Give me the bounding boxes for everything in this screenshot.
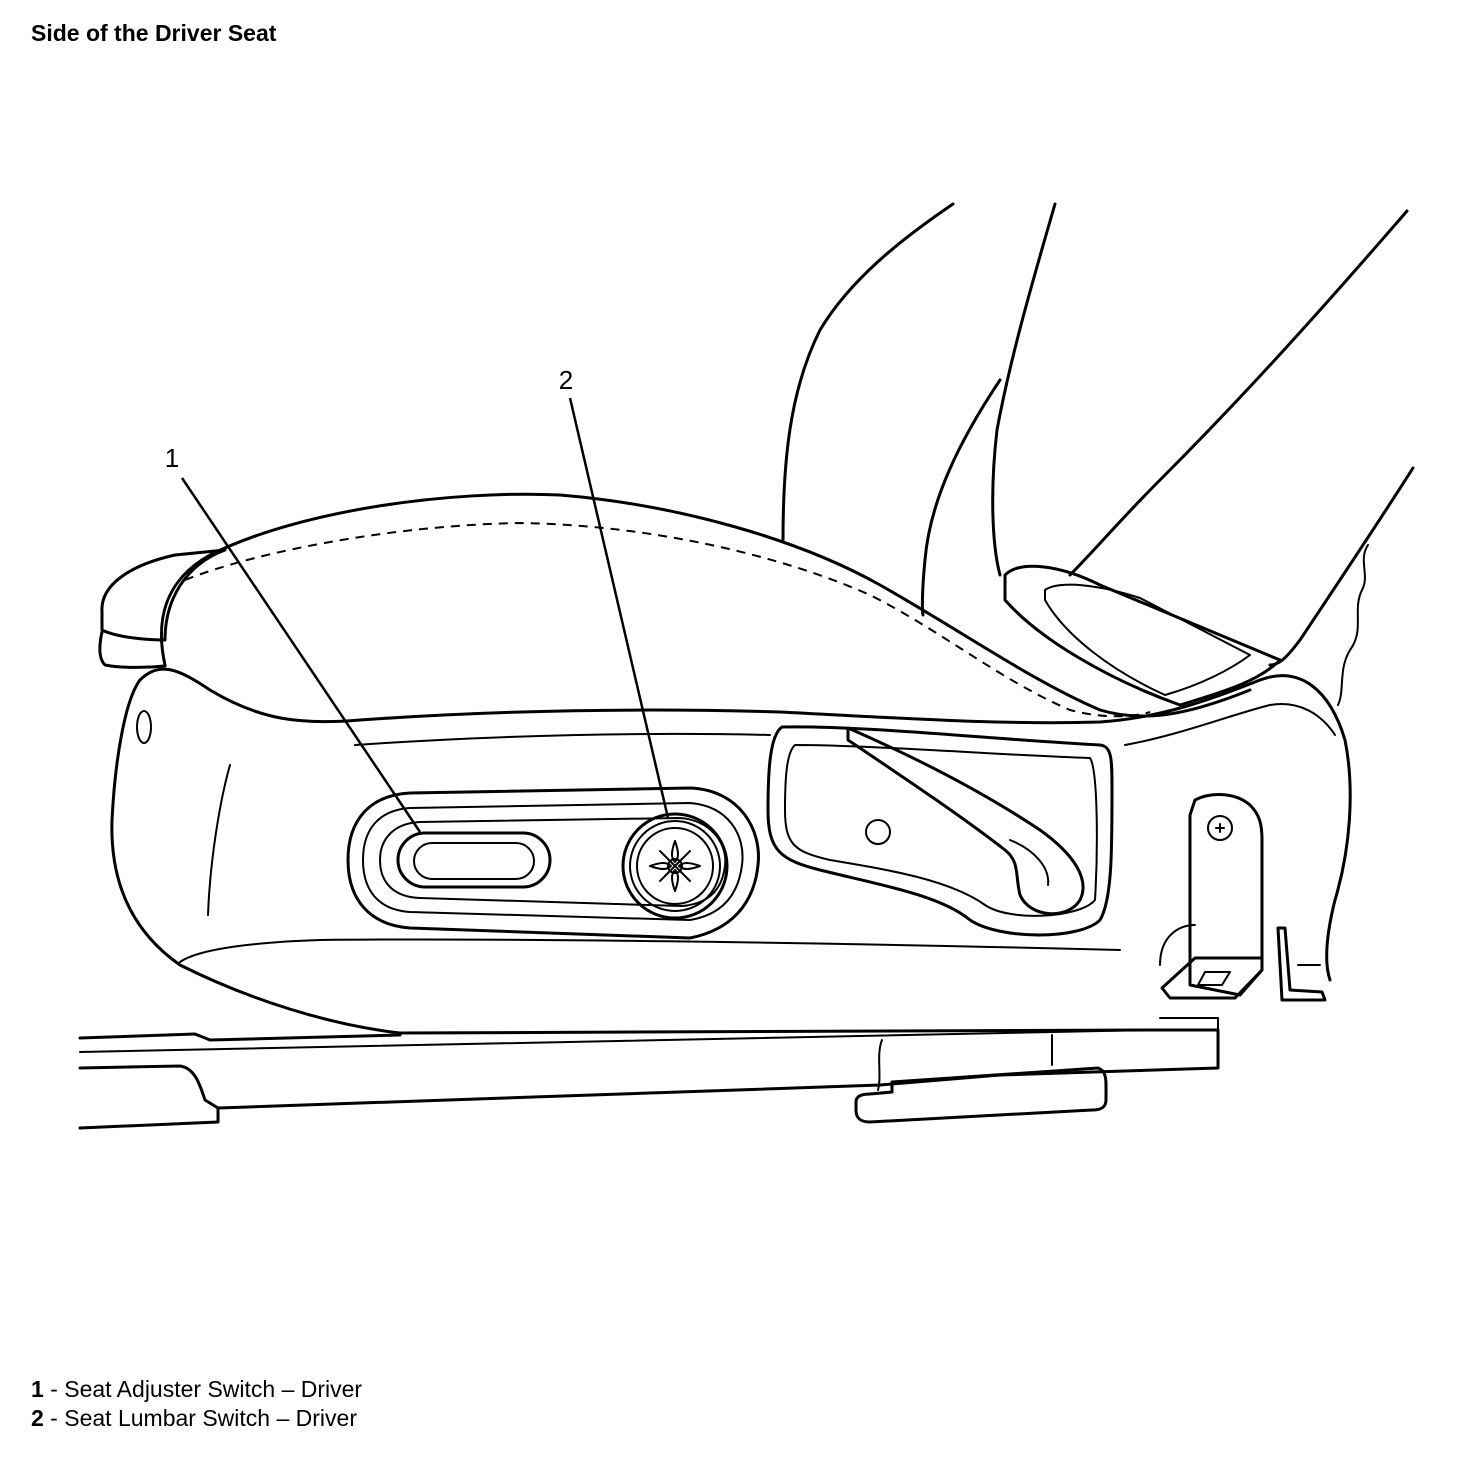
seat-back-fold — [920, 378, 1002, 617]
lumbar-switch-bezel — [621, 812, 729, 920]
lumbar-switch-ring — [629, 820, 721, 912]
lumbar-switch-center — [667, 858, 683, 874]
seat-adjuster-switch — [396, 831, 552, 889]
seat-back-bolster — [1003, 564, 1282, 707]
legend-separator: - — [43, 1376, 65, 1402]
switch-bezel-recess — [379, 817, 727, 907]
callout-2-leader — [568, 397, 670, 819]
trim-screw-hole — [136, 710, 152, 744]
legend-label: Seat Lumbar Switch – Driver — [64, 1405, 357, 1431]
switch-bezel-outer — [346, 786, 760, 940]
fore-aft-release-bar — [854, 1066, 1108, 1124]
bracket-connector — [1160, 956, 1264, 1000]
seat-front-roll — [100, 548, 227, 642]
seat-cushion-stitch-line — [184, 521, 1151, 718]
callout-legend: 1 - Seat Adjuster Switch – Driver 2 - Se… — [31, 1375, 362, 1433]
recliner-lever-grip — [1009, 839, 1050, 886]
track-riser-edge — [1159, 1017, 1219, 1031]
recliner-panel — [766, 725, 1114, 937]
bracket-connector-slots — [1197, 971, 1231, 986]
seat-back-bolster-inner — [1044, 583, 1251, 696]
lumbar-switch-knob — [636, 827, 714, 905]
recliner-lever — [846, 726, 1085, 916]
seat-back-recliner-wiggle — [1337, 544, 1369, 706]
diagram-title: Side of the Driver Seat — [31, 20, 277, 46]
switch-bezel-inner — [362, 802, 744, 921]
seat-back-outline — [781, 202, 955, 542]
callout-2-number: 2 — [559, 365, 573, 395]
legend-item: 2 - Seat Lumbar Switch – Driver — [31, 1404, 362, 1433]
bracket-boss — [1159, 924, 1196, 966]
bracket-bolt — [1207, 815, 1233, 841]
seat-cushion-top — [159, 492, 1252, 718]
seat-side-shield — [138, 667, 1352, 982]
lumbar-switch-cross — [649, 840, 701, 892]
recliner-pivot — [865, 819, 891, 845]
track-support-left — [877, 1039, 883, 1091]
seat-side-crease — [207, 764, 231, 916]
seat-side-illustration: 1 2 — [78, 202, 1415, 1130]
lumbar-switch-cross-arms — [659, 850, 691, 882]
seat-back-rear-edge — [1268, 466, 1415, 667]
seat-track-bottom — [78, 1106, 220, 1130]
seat-track-upper — [78, 1032, 402, 1042]
recliner-panel-inner — [784, 744, 1098, 917]
seat-adjuster-switch-inner — [413, 842, 535, 880]
seat-side-shield-lower-edge — [179, 938, 1121, 963]
seat-side-shield-top-lip — [354, 732, 771, 746]
rear-bracket — [1188, 793, 1264, 997]
legend-number: 2 — [31, 1405, 44, 1431]
legend-number: 1 — [31, 1376, 44, 1402]
rear-foot — [1276, 926, 1327, 1002]
seat-side-shield-front — [110, 678, 1152, 1035]
legend-separator: - — [43, 1405, 65, 1431]
seat-track-lower — [78, 1064, 882, 1110]
seat-back-right-edge — [1068, 209, 1409, 577]
callout-1-number: 1 — [165, 443, 179, 473]
callout-1-leader — [180, 477, 422, 833]
track-riser — [878, 1028, 1220, 1087]
legend-label: Seat Adjuster Switch – Driver — [64, 1376, 363, 1402]
seat-side-shield-top-lip-right — [1124, 703, 1336, 746]
legend-item: 1 - Seat Adjuster Switch – Driver — [31, 1375, 362, 1404]
bracket-bolt-head — [1215, 823, 1225, 833]
seat-back-inner-left — [991, 202, 1057, 577]
seat-front-roll-lower — [98, 630, 167, 669]
